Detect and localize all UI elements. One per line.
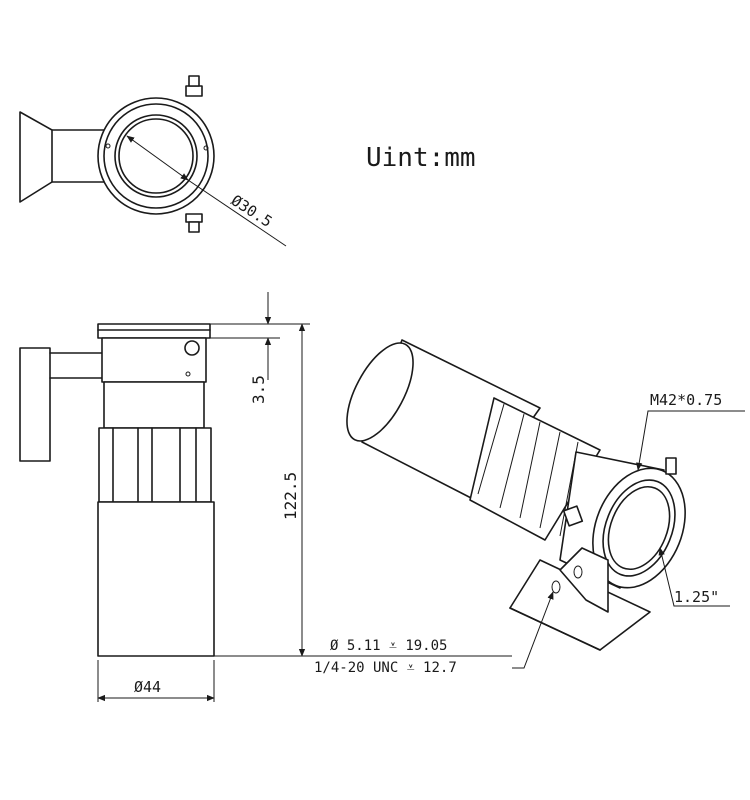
side-view: 3.5 122.5 Ø44 [19,292,310,702]
lip-height-label: 3.5 [249,375,268,404]
isometric-view: M42*0.75 1.25" Ø 5.11 ⩡ 19.05 1/4-20 UNC… [302,339,745,676]
hole-spec-line-1: Ø 5.11 ⩡ 19.05 [330,638,447,654]
thread-label: M42*0.75 [650,391,722,409]
total-height-label: 122.5 [281,472,300,520]
barrel-label: 1.25" [674,588,719,606]
unit-label: Uint:mm [366,143,476,173]
top-view: Ø30.5 [19,75,287,247]
hole-spec-line-2: 1/4-20 UNC ⩡ 12.7 [314,660,457,676]
body-diameter-label: Ø44 [134,678,161,696]
